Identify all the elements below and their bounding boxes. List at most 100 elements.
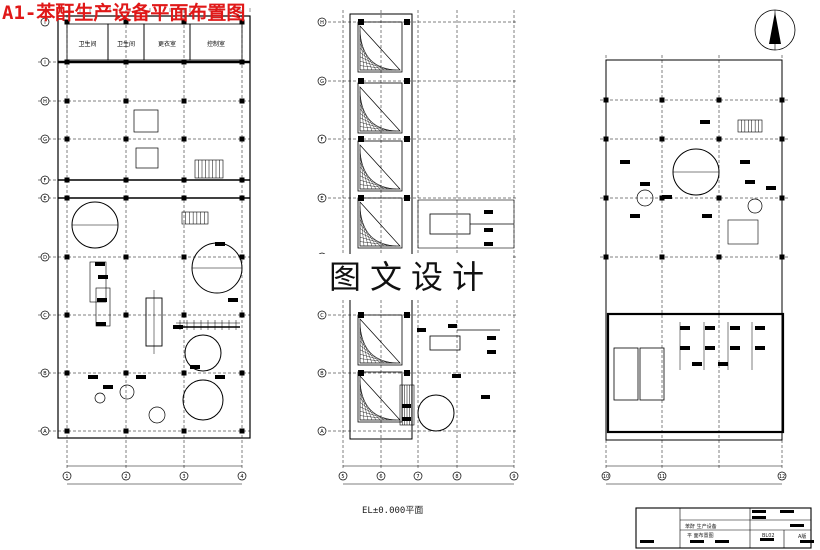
reactor-left-3 bbox=[184, 334, 222, 372]
mid-column bbox=[358, 312, 364, 318]
equipment-tag bbox=[98, 275, 108, 279]
left-column bbox=[64, 428, 70, 434]
title-block-mark bbox=[690, 540, 704, 543]
stair-left-2 bbox=[181, 211, 209, 225]
equipment-tag bbox=[215, 375, 225, 379]
left-column bbox=[64, 370, 70, 376]
reactor-left-4 bbox=[182, 379, 224, 421]
mid-row-bubble-C bbox=[317, 310, 327, 320]
equipment-tag bbox=[96, 322, 106, 326]
pump-left bbox=[119, 384, 135, 400]
left-row-bubble-B bbox=[40, 368, 50, 378]
hopper-6-hatch bbox=[359, 406, 389, 421]
hopper-6-hatch bbox=[359, 402, 385, 421]
pump-right bbox=[747, 198, 763, 214]
left-row-bubble-F bbox=[40, 175, 50, 185]
heat-exchanger-2 bbox=[429, 335, 461, 351]
equipment-tag bbox=[97, 298, 107, 302]
mid-row-bubble-G-label: G bbox=[320, 79, 324, 85]
hopper-5-hatch bbox=[359, 345, 385, 364]
pump-left bbox=[148, 406, 166, 424]
left-column bbox=[239, 19, 245, 25]
hopper-1-hatch bbox=[359, 47, 381, 71]
equipment-frame bbox=[727, 219, 759, 245]
mid-row-bubble-B-label: B bbox=[320, 371, 324, 377]
right-column bbox=[716, 254, 722, 260]
left-column bbox=[239, 254, 245, 260]
left-row-bubble-I-label: I bbox=[44, 60, 45, 66]
equipment-tag bbox=[662, 195, 672, 199]
equipment-tag bbox=[402, 417, 411, 421]
left-column bbox=[123, 370, 129, 376]
equipment-tag bbox=[484, 228, 493, 232]
left-column bbox=[123, 312, 129, 318]
equipment-tag bbox=[484, 210, 493, 214]
hopper-2-hatch bbox=[359, 117, 389, 132]
left-row-bubble-H-label: H bbox=[43, 99, 47, 105]
hopper-3-hatch bbox=[359, 171, 385, 190]
mid-column bbox=[404, 136, 410, 142]
reactor-mid bbox=[417, 394, 455, 432]
right-plan-outline bbox=[605, 59, 783, 441]
mid-column bbox=[358, 195, 364, 201]
left-row-bubble-H bbox=[40, 96, 50, 106]
hopper-3 bbox=[359, 144, 401, 190]
equipment-tag bbox=[228, 298, 238, 302]
mid-col-bubble-9 bbox=[509, 471, 519, 481]
hopper-3-hatch bbox=[359, 166, 381, 190]
hopper-4-hatch bbox=[359, 232, 389, 247]
hopper-4-hatch bbox=[359, 241, 397, 247]
left-column bbox=[181, 136, 187, 142]
equipment-tag bbox=[103, 385, 113, 389]
left-col-bubble-3 bbox=[179, 471, 189, 481]
right-col-bubble-10-label: 10 bbox=[603, 474, 609, 480]
drawing-title: A1-苯酐生产设备平面布置图 bbox=[2, 2, 246, 24]
left-column bbox=[123, 254, 129, 260]
hopper-3-hatch bbox=[359, 184, 397, 190]
tank-right-2 bbox=[639, 347, 665, 401]
title-block-mark bbox=[780, 510, 794, 513]
equipment-tag bbox=[484, 242, 493, 246]
left-col-bubble-4-label: 4 bbox=[240, 474, 243, 480]
right-column bbox=[603, 97, 609, 103]
right-col-bubble-11-label: 11 bbox=[659, 474, 665, 480]
hopper-bay-3 bbox=[357, 140, 403, 192]
left-column bbox=[123, 136, 129, 142]
left-column bbox=[64, 312, 70, 318]
right-col-bubble-12 bbox=[777, 471, 787, 481]
hopper-5-hatch bbox=[359, 349, 389, 364]
equipment-tag bbox=[481, 395, 490, 399]
equipment-tag bbox=[705, 346, 715, 350]
right-column bbox=[659, 254, 665, 260]
hopper-2-hatch bbox=[359, 113, 385, 132]
equipment-tag bbox=[640, 182, 650, 186]
equipment-tag bbox=[136, 375, 146, 379]
stair-right bbox=[737, 119, 763, 133]
hopper-4-hatch bbox=[359, 228, 385, 247]
equipment-tag bbox=[487, 336, 496, 340]
right-column bbox=[716, 195, 722, 201]
mid-column bbox=[358, 370, 364, 376]
mid-col-bubble-9-label: 9 bbox=[512, 474, 515, 480]
left-row-bubble-E bbox=[40, 193, 50, 203]
right-column bbox=[779, 254, 785, 260]
hopper-2-hatch bbox=[359, 126, 397, 132]
title-block-mark bbox=[715, 540, 729, 543]
title-block-line1: 苯酐 生产设备 bbox=[685, 524, 717, 530]
left-row-bubble-A-label: A bbox=[43, 429, 47, 435]
hopper-4-hatch bbox=[359, 237, 393, 247]
right-column bbox=[779, 97, 785, 103]
right-column bbox=[659, 97, 665, 103]
hopper-5-hatch bbox=[359, 340, 381, 364]
left-col-bubble-1 bbox=[62, 471, 72, 481]
pump-frame bbox=[95, 287, 111, 327]
tank-right-1 bbox=[613, 347, 639, 401]
left-col-bubble-2-label: 2 bbox=[124, 474, 127, 480]
equipment-tag bbox=[190, 365, 200, 369]
left-row-bubble-C bbox=[40, 310, 50, 320]
hopper-2 bbox=[359, 86, 401, 132]
mid-col-bubble-5 bbox=[338, 471, 348, 481]
mid-col-bubble-8-label: 8 bbox=[455, 474, 458, 480]
mid-row-bubble-G bbox=[317, 76, 327, 86]
mid-row-bubble-B bbox=[317, 368, 327, 378]
